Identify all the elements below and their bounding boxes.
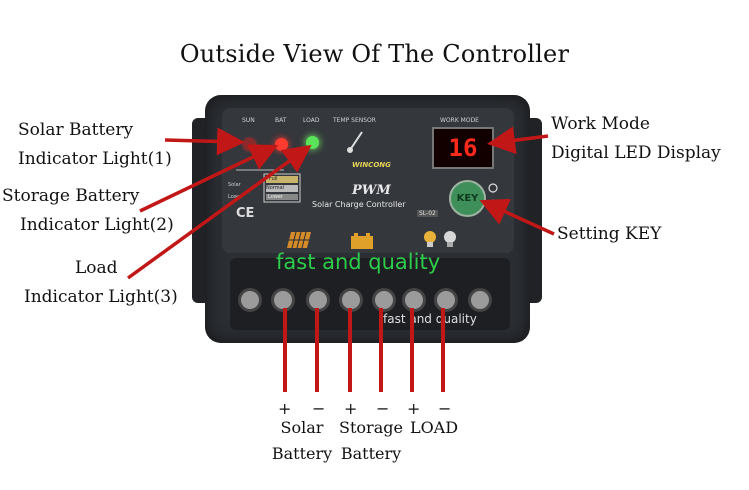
terminal-group-line: Storage (339, 418, 403, 437)
panel-label-bat: BAT (275, 117, 287, 124)
panel-label-work-mode: WORK MODE (440, 117, 479, 124)
panel-label-sun: SUN (242, 117, 255, 124)
label-line: Indicator Light(3) (24, 287, 178, 307)
panel-label-load: LOAD (303, 117, 320, 124)
lower-small-label: Lower (228, 194, 243, 200)
terminal-group-storage: Storage Battery (333, 416, 409, 466)
terminal-sign: + (407, 399, 421, 418)
terminal-sign: − (312, 399, 326, 418)
page-title: Outside View Of The Controller (179, 40, 570, 68)
model-badge: SL-02 (417, 210, 438, 217)
battery-scale-normal: Normal (266, 185, 285, 191)
terminal-screw (238, 288, 262, 312)
watermark-text: fast and quality (276, 250, 441, 274)
label-setting-key: Setting KEY (557, 224, 662, 244)
label-line: Indicator Light(1) (18, 149, 172, 169)
product-subtitle: Solar Charge Controller (312, 200, 406, 209)
watermark-text-strip: fast and quality (383, 312, 477, 326)
setting-key-button[interactable]: KEY (449, 180, 486, 217)
load-bulb-icon (424, 231, 456, 247)
thermometer-icon (347, 131, 363, 153)
brand-logo-text: WINCONG (352, 161, 391, 169)
label-line: Work Mode (551, 114, 650, 134)
battery-scale-full: Full (269, 176, 278, 182)
label-line: Load (75, 258, 118, 278)
terminal-sign: + (278, 399, 292, 418)
terminal-sign: − (376, 399, 390, 418)
pwm-label: PWM (352, 183, 391, 198)
terminal-group-line: LOAD (409, 418, 459, 437)
arrow-setting-key (479, 198, 555, 236)
label-line: Solar Battery (18, 120, 134, 140)
terminal-screw (434, 288, 458, 312)
ce-mark: CE (236, 206, 255, 221)
label-line: Digital LED Display (551, 143, 721, 163)
terminal-group-line: Battery (271, 444, 333, 463)
label-line: Indicator Light(2) (20, 215, 174, 235)
terminal-group-solar: Solar Battery (262, 416, 342, 466)
terminal-screw (468, 288, 492, 312)
label-solar-battery-light: Solar Battery Indicator Light(1) (18, 118, 172, 172)
label-work-mode-display: Work Mode Digital LED Display (551, 112, 721, 166)
terminal-sign: − (438, 399, 452, 418)
arrow-load-light (126, 144, 312, 280)
terminal-sign: + (344, 399, 358, 418)
panel-label-temp-sensor: TEMP SENSOR (333, 117, 376, 124)
label-storage-battery-light: Storage Battery Indicator Light(2) (2, 184, 174, 238)
arrow-solar-light (164, 127, 245, 156)
arrow-storage-light (139, 144, 279, 213)
battery-scale-lower: Lower (268, 194, 283, 200)
work-mode-led-display: 16 (432, 127, 494, 169)
solar-small-label: Solar (228, 182, 241, 188)
label-line: Storage Battery (2, 186, 140, 206)
terminal-group-line: Battery (340, 444, 402, 463)
battery-icon (351, 233, 373, 249)
solar-panel-icon (287, 231, 311, 249)
label-load-light: Load Indicator Light(3) (24, 256, 178, 310)
arrow-led-display (487, 126, 549, 155)
terminal-screw (372, 288, 396, 312)
terminal-group-line: Solar (280, 418, 324, 437)
terminal-group-load: LOAD (404, 416, 464, 440)
